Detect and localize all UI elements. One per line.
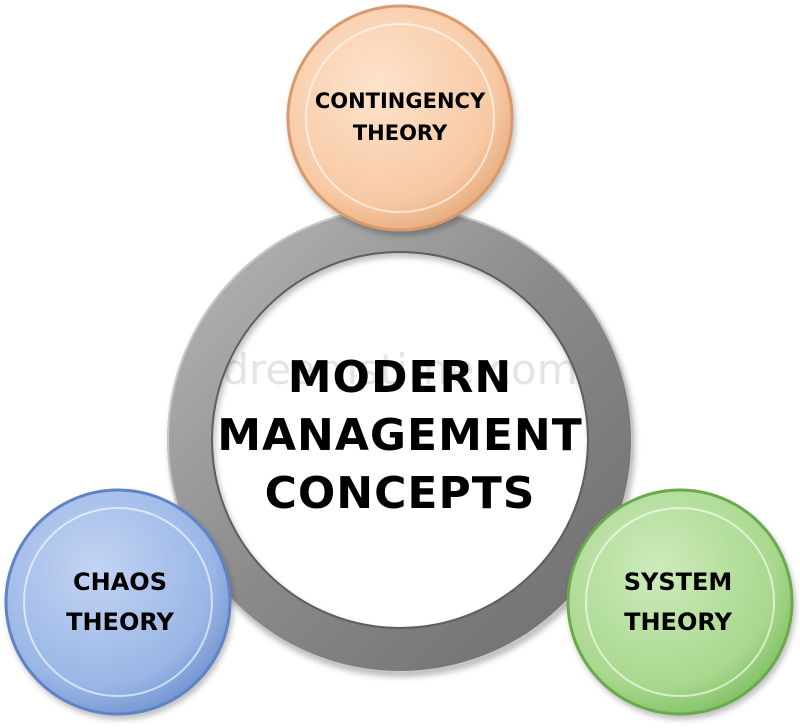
node-contingency-theory: CONTINGENCY THEORY	[286, 4, 514, 232]
center-title-line-1: MODERN	[288, 352, 512, 403]
center-title-line-2: MANAGEMENT	[217, 410, 583, 461]
center-title: MODERN MANAGEMENT CONCEPTS	[217, 352, 583, 519]
node-chaos-line-2: THEORY	[66, 608, 174, 636]
node-contingency-line-2: THEORY	[353, 121, 448, 145]
node-contingency-line-1: CONTINGENCY	[315, 89, 486, 113]
node-system-line-2: THEORY	[624, 608, 732, 636]
center-title-line-3: CONCEPTS	[265, 468, 536, 519]
node-chaos-theory: CHAOS THEORY	[4, 488, 232, 716]
node-system-line-1: SYSTEM	[624, 568, 733, 596]
watermark-text: dreamstime.com	[222, 345, 577, 394]
node-chaos-line-1: CHAOS	[73, 568, 167, 596]
node-system-theory: SYSTEM THEORY	[566, 488, 794, 716]
